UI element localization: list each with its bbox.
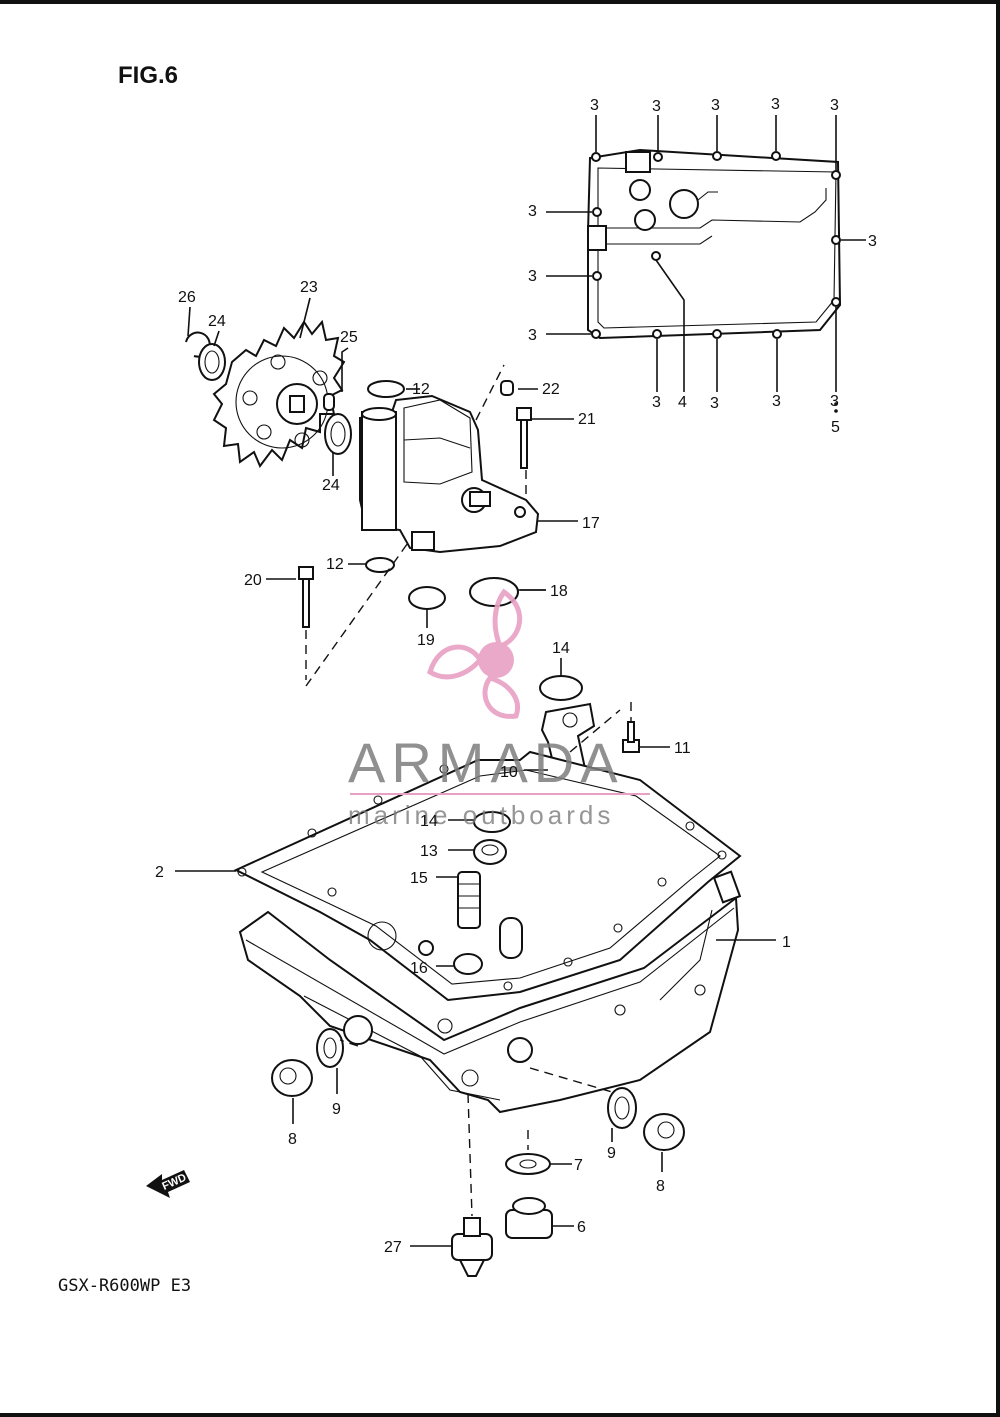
callout-9: 9 [607, 1145, 616, 1162]
callout-3: 3 [652, 394, 661, 411]
thrust-washer-outer [198, 343, 226, 381]
callout-1: 1 [782, 934, 791, 951]
drain-plugs-and-washers [271, 1028, 685, 1277]
callout-16: 16 [410, 960, 428, 977]
oil-pan-leader-lines [175, 589, 776, 1247]
pump-bolts [298, 407, 532, 628]
callout-14: 14 [552, 640, 570, 657]
oil-pressure-switch-and-filter [418, 811, 523, 975]
callout-3: 3 [528, 327, 537, 344]
callout-24: 24 [208, 313, 226, 330]
watermark-tagline: marine outboards [348, 800, 614, 830]
oil-pan-gasket [233, 750, 742, 1002]
callout-11: 11 [674, 740, 691, 757]
strainer-bolt [622, 702, 640, 753]
callout-17: 17 [582, 515, 600, 532]
callout-22: 22 [542, 381, 560, 398]
watermark-brand: ARMADA [348, 731, 624, 794]
oil-pan [238, 870, 742, 1114]
oil-pump-gear [212, 319, 346, 468]
oil-strainer-cover-plate [586, 148, 842, 340]
armada-logo-icon [427, 588, 523, 719]
callout-3: 3 [771, 96, 780, 113]
callout-3: 3 [590, 97, 599, 114]
callout-3: 3 [528, 203, 537, 220]
callout-3: 3 [772, 393, 781, 410]
callout-21: 21 [578, 411, 596, 428]
frame-border-bottom [0, 1413, 1000, 1417]
callout-3: 3 [710, 395, 719, 412]
callout-8: 8 [656, 1178, 665, 1195]
pump-o-rings [365, 380, 519, 610]
callout-9: 9 [332, 1101, 341, 1118]
model-code: GSX-R600WP E3 [58, 1276, 192, 1296]
callout-27: 27 [384, 1239, 402, 1256]
pump-pin [323, 393, 335, 411]
cover-bolt-leader-lines [546, 115, 866, 413]
callout-14: 14 [420, 813, 438, 830]
callout-12: 12 [326, 556, 344, 573]
forward-arrow-icon: FWD [146, 1170, 190, 1198]
callout-13: 13 [420, 843, 438, 860]
callout-8: 8 [288, 1131, 297, 1148]
callout-10: 10 [500, 764, 518, 781]
callout-26: 26 [178, 289, 196, 306]
callout-5: 5 [831, 419, 840, 436]
callout-7: 7 [574, 1157, 583, 1174]
callout-3: 3 [830, 393, 839, 410]
callout-25: 25 [340, 329, 358, 346]
callout-15: 15 [410, 870, 428, 887]
callout-23: 23 [300, 279, 318, 296]
frame-border-right [996, 0, 1000, 1417]
callout-18: 18 [550, 583, 568, 600]
oil-pump-body [359, 394, 540, 554]
thrust-washer-inner [324, 413, 352, 455]
callout-3: 3 [528, 268, 537, 285]
fwd-label: FWD [160, 1172, 188, 1193]
callout-3: 3 [711, 97, 720, 114]
callout-3: 3 [868, 233, 877, 250]
callout-3: 3 [652, 98, 661, 115]
callout-4: 4 [678, 394, 687, 411]
callout-2: 2 [155, 864, 164, 881]
callout-6: 6 [577, 1219, 586, 1236]
pump-dowel [500, 380, 514, 396]
frame-border-top [0, 0, 1000, 4]
callout-3: 3 [830, 97, 839, 114]
callout-numbers: 3 3 3 3 3 3 3 3 3 3 3 3 3 4 5 26 24 23 2… [155, 96, 877, 1256]
figure-title: FIG.6 [118, 62, 179, 89]
callout-19: 19 [417, 632, 435, 649]
callout-20: 20 [244, 572, 262, 589]
callout-24: 24 [322, 477, 340, 494]
callout-12: 12 [412, 381, 430, 398]
